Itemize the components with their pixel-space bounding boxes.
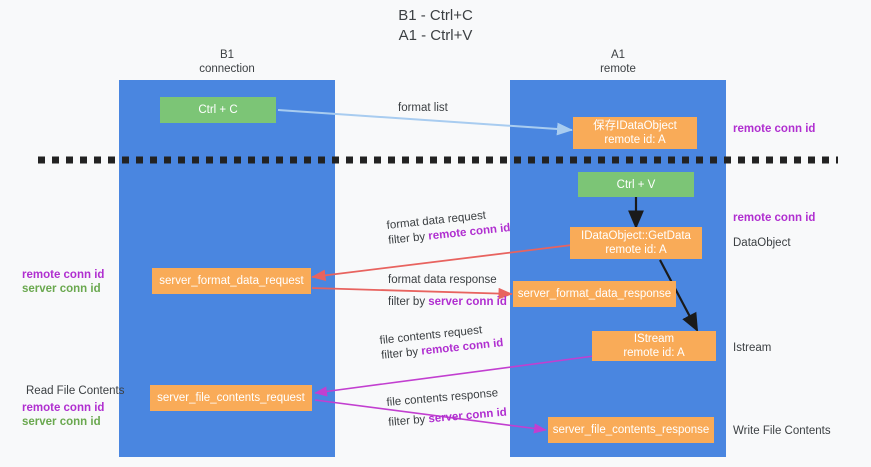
- lane-header-a1: A1 remote: [510, 48, 726, 76]
- box-server-format-data-request[interactable]: server_format_data_request: [152, 268, 311, 294]
- flow-label-file-contents-response: file contents response filter by server …: [386, 386, 507, 431]
- box-idataobject-getdata[interactable]: IDataObject::GetData remote id: A: [570, 227, 702, 259]
- page-title: B1 - Ctrl+C A1 - Ctrl+V: [0, 6, 871, 46]
- box-istream[interactable]: IStream remote id: A: [592, 331, 716, 361]
- box-server-file-contents-response[interactable]: server_file_contents_response: [548, 417, 714, 443]
- lane-header-b1-title: B1: [219, 49, 235, 61]
- box-ctrl-c-label: Ctrl + C: [198, 104, 238, 116]
- box-getdata-line1: IDataObject::GetData: [581, 230, 691, 242]
- filter-prefix: filter by: [387, 413, 429, 429]
- lane-header-a1-title: A1: [610, 49, 626, 61]
- box-istream-line1: IStream: [633, 333, 675, 345]
- title-line-1: B1 - Ctrl+C: [398, 7, 473, 24]
- title-line-2: A1 - Ctrl+V: [398, 27, 473, 44]
- left-label-server-conn-id-mid: server conn id: [22, 283, 101, 295]
- right-label-write-file-contents: Write File Contents: [733, 425, 831, 437]
- box-istream-line2: remote id: A: [623, 347, 685, 359]
- box-ctrl-c[interactable]: Ctrl + C: [160, 97, 276, 123]
- box-getdata-line2: remote id: A: [605, 244, 667, 256]
- filter-prefix: filter by: [387, 230, 429, 247]
- box-server-format-data-response-label: server_format_data_response: [517, 288, 672, 300]
- left-label-remote-conn-id-low: remote conn id: [22, 402, 105, 414]
- filter-key-server-conn-id: server conn id: [428, 296, 507, 308]
- right-label-remote-conn-id-mid: remote conn id: [733, 212, 816, 224]
- box-ctrl-v-label: Ctrl + V: [616, 178, 656, 191]
- left-label-remote-conn-id-mid: remote conn id: [22, 269, 105, 281]
- right-label-remote-conn-id-top: remote conn id: [733, 123, 816, 135]
- filter-prefix: filter by: [388, 296, 429, 308]
- box-save-idataobject-line1: 保存IDataObject: [593, 120, 677, 132]
- flow-label-format-data-request: format data request filter by remote con…: [386, 206, 511, 249]
- box-save-idataobject[interactable]: 保存IDataObject remote id: A: [573, 117, 697, 149]
- box-server-file-contents-response-label: server_file_contents_response: [552, 424, 710, 436]
- lane-header-b1-subtitle: connection: [199, 63, 255, 75]
- box-ctrl-v[interactable]: Ctrl + V: [578, 172, 694, 197]
- flow-label-format-data-response: format data response filter by server co…: [388, 273, 507, 310]
- left-label-server-conn-id-low: server conn id: [22, 416, 101, 428]
- right-label-istream: Istream: [733, 342, 772, 354]
- box-server-file-contents-request[interactable]: server_file_contents_request: [150, 385, 312, 411]
- box-server-format-data-response[interactable]: server_format_data_response: [513, 281, 676, 307]
- lane-header-b1: B1 connection: [119, 48, 335, 76]
- flow-label-format-data-response-line2: filter by server conn id: [388, 295, 507, 310]
- right-label-dataobject: DataObject: [733, 237, 791, 249]
- flow-label-file-contents-request: file contents request filter by remote c…: [379, 321, 504, 364]
- box-server-file-contents-request-label: server_file_contents_request: [157, 392, 305, 404]
- lane-header-a1-subtitle: remote: [600, 63, 636, 75]
- flow-label-format-list: format list: [398, 102, 448, 114]
- flow-label-format-data-response-line1: format data response: [388, 274, 497, 286]
- box-server-format-data-request-label: server_format_data_request: [159, 275, 304, 287]
- left-label-read-file-contents: Read File Contents: [26, 385, 125, 397]
- flow-label-file-contents-response-line2: filter by server conn id: [388, 406, 508, 431]
- filter-key-server-conn-id: server conn id: [427, 406, 508, 426]
- filter-prefix: filter by: [380, 345, 422, 362]
- box-save-idataobject-line2: remote id: A: [604, 134, 666, 146]
